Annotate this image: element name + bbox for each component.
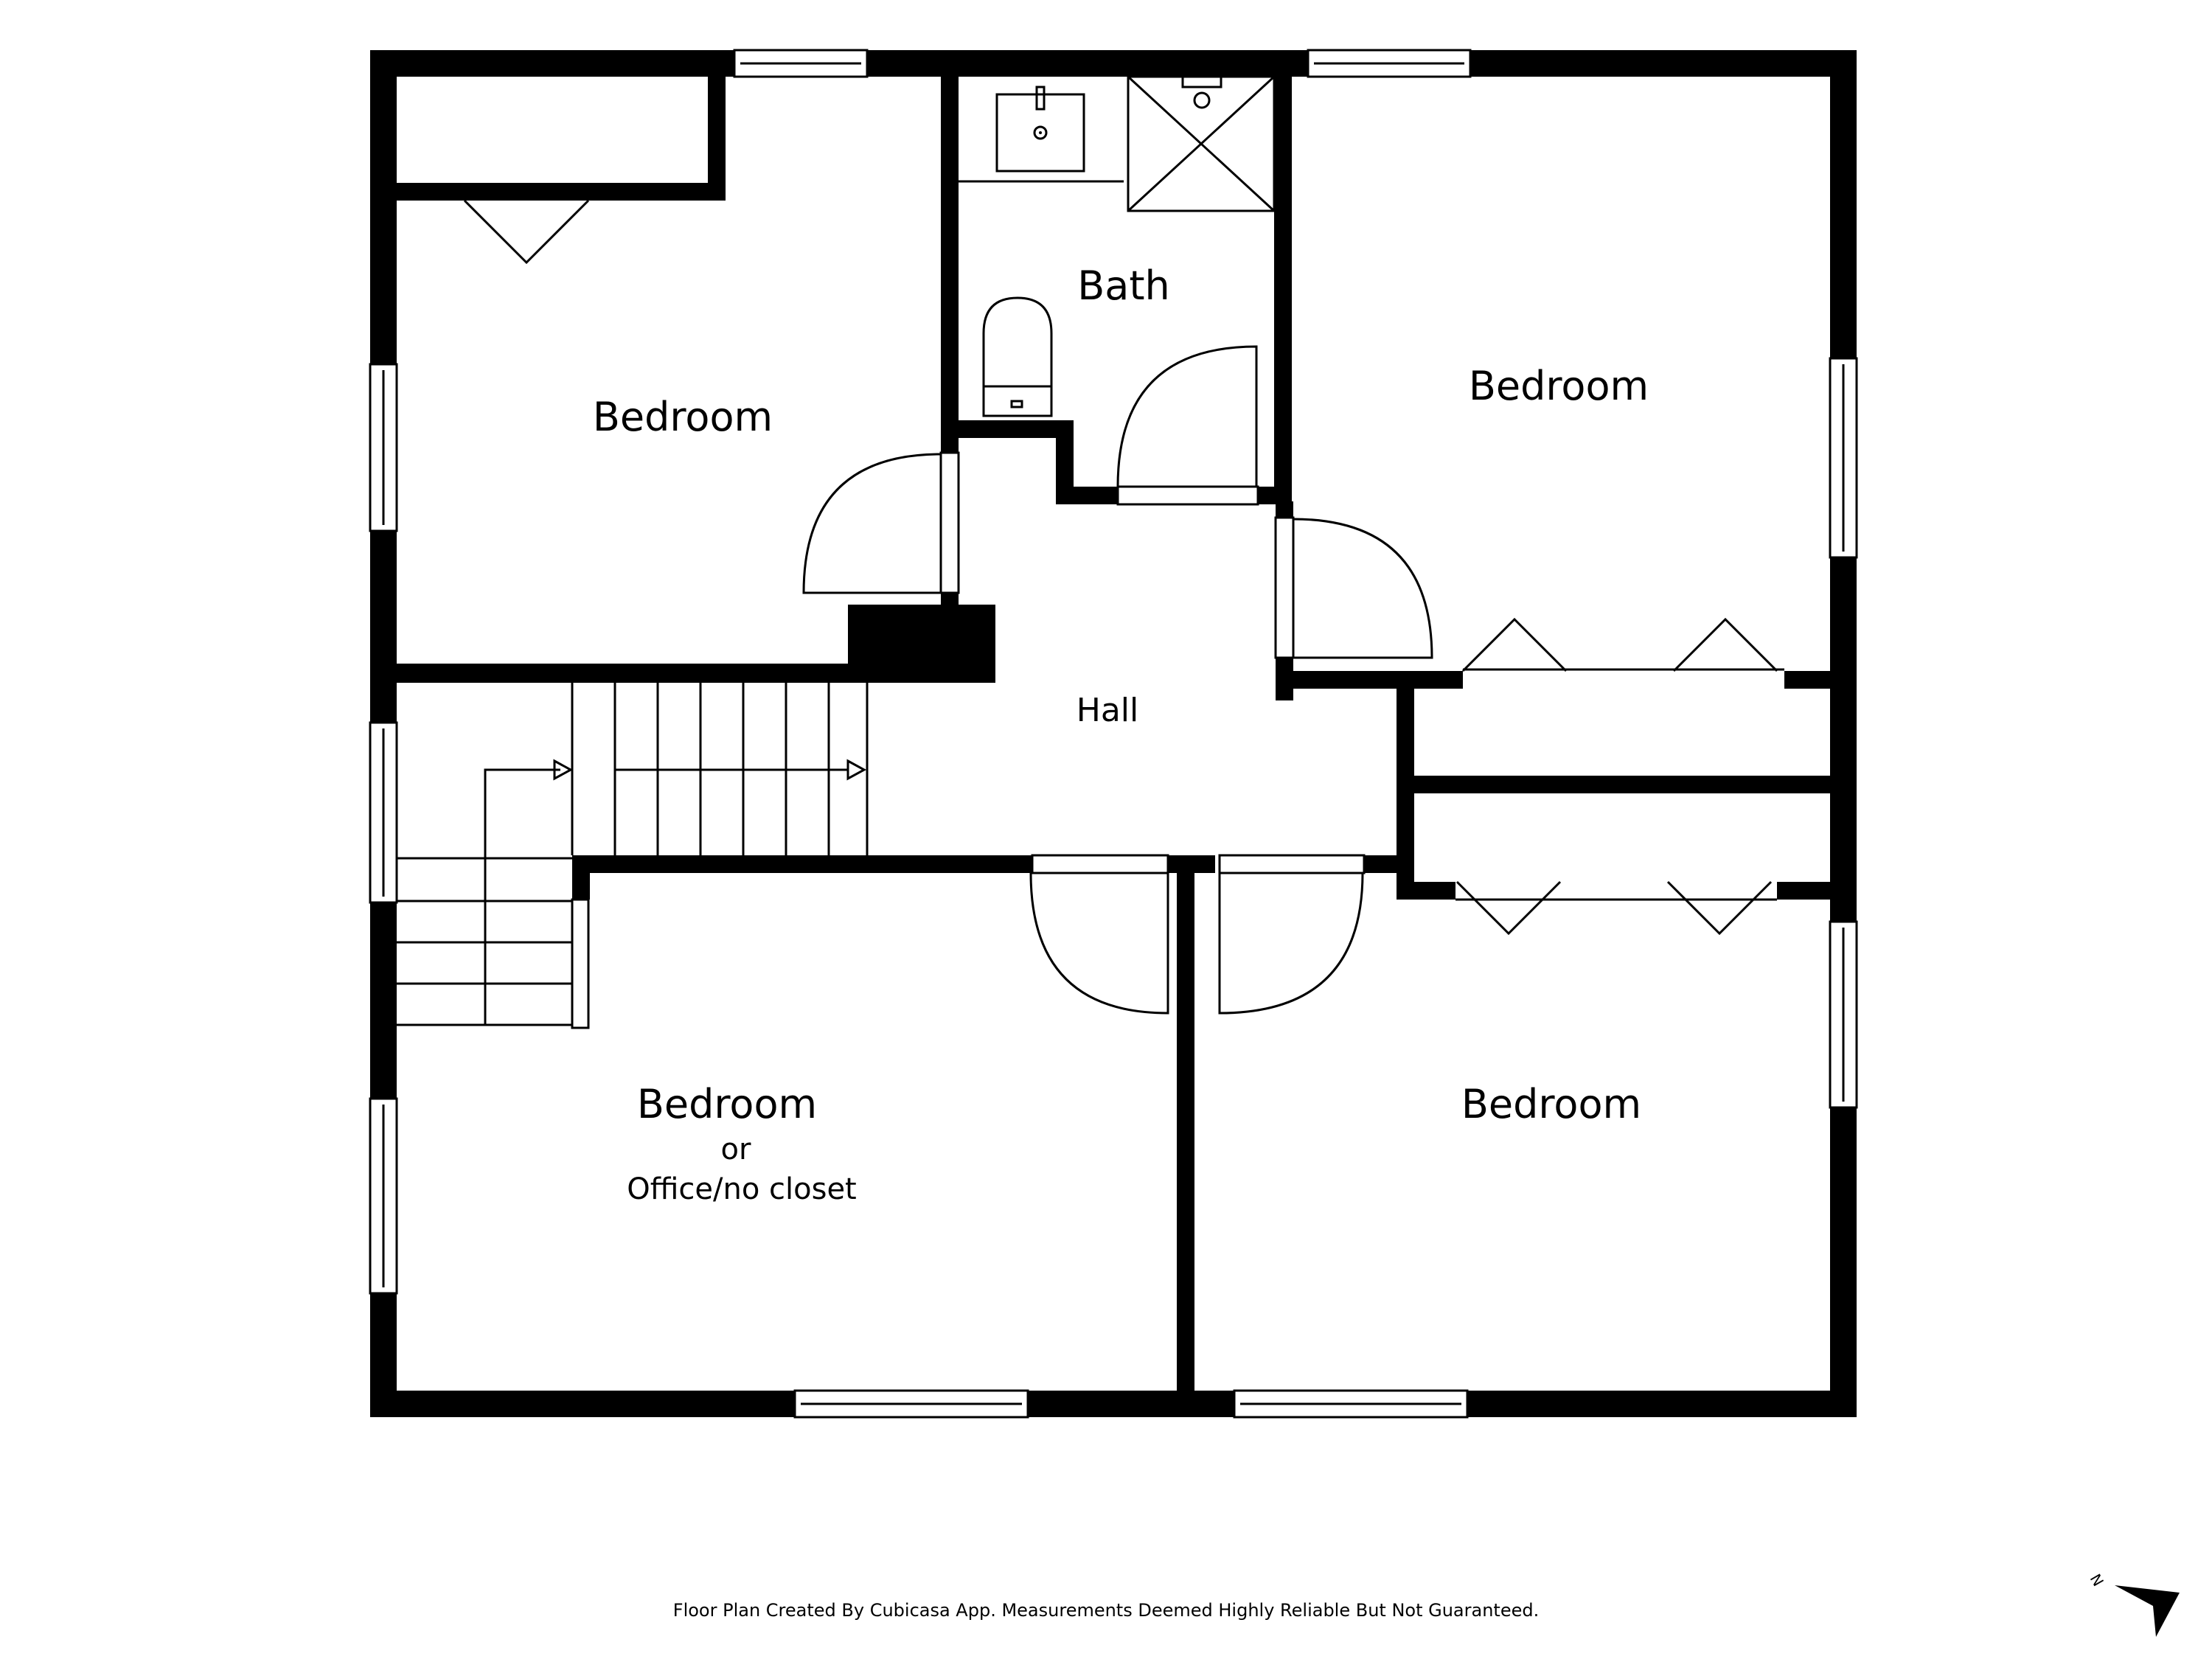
wall-nw-closet-side [708, 77, 726, 201]
windows [369, 49, 1858, 1419]
room-label-hall: Hall [1077, 692, 1139, 729]
closet-door-nw [463, 199, 590, 265]
wall-hall-south-c [1364, 855, 1414, 873]
wall-bath-east [1274, 77, 1292, 503]
stair-rail [571, 898, 590, 1029]
room-label-bedroom-sw-office: Office/no closet [627, 1172, 856, 1206]
closet-door-ne-left [1461, 617, 1568, 672]
stair-arrow-2 [846, 759, 867, 781]
room-label-bedroom-sw-or: or [721, 1133, 751, 1166]
interior-walls [397, 77, 1830, 1391]
room-label-bath: Bath [1077, 262, 1170, 309]
wall-se-closet-bottom [1397, 882, 1455, 900]
door-leaf-nw-bedroom [939, 451, 960, 594]
wall-hall-south-a [572, 855, 1032, 873]
bath-fixtures [959, 75, 1276, 417]
room-labels: Bedroom Bath Bedroom Hall Bedroom or Off… [593, 262, 1649, 1206]
door-swing-nw-bedroom [802, 453, 942, 594]
wall-south-divider [1177, 873, 1194, 1391]
stair-arrow-1 [553, 759, 574, 781]
wall-south [370, 1391, 1857, 1417]
wall-nw-bedroom-block [848, 605, 995, 683]
wall-north [370, 50, 1857, 77]
room-label-bedroom-nw: Bedroom [593, 394, 773, 440]
wall-se-closet-bottom-right [1777, 882, 1830, 900]
wall-hall-south-b [1168, 855, 1215, 873]
door-swing-ne-bedroom [1293, 518, 1433, 659]
door-leaf-ne-bedroom [1274, 516, 1295, 659]
sink-icon [995, 93, 1085, 173]
wall-ne-closet-top-right [1784, 671, 1830, 689]
room-label-bedroom-ne: Bedroom [1469, 363, 1649, 409]
wall-ne-closet-top [1293, 671, 1463, 689]
north-arrow-icon [2115, 1585, 2180, 1637]
door-swing-se-bedroom [1218, 872, 1364, 1015]
compass: N [2087, 1571, 2180, 1637]
closet-door-se-right [1666, 880, 1773, 936]
toilet-icon [982, 296, 1053, 388]
wall-stair-east [572, 855, 590, 900]
doors [463, 190, 1784, 1015]
wall-bath-south-a [959, 420, 1074, 438]
exterior-walls [370, 50, 1857, 1417]
disclaimer-text: Floor Plan Created By Cubicasa App. Meas… [673, 1600, 1539, 1621]
door-swing-sw-bedroom [1029, 872, 1169, 1015]
room-label-bedroom-sw: Bedroom [637, 1081, 817, 1127]
wall-east [1830, 50, 1857, 1417]
compass-label: N [2087, 1571, 2107, 1590]
door-swing-bath [1116, 345, 1258, 487]
stair-direction-line-1 [484, 768, 560, 858]
door-leaf-se-bedroom [1218, 854, 1366, 874]
closet-door-se-left [1455, 880, 1562, 936]
door-leaf-bath [1116, 485, 1259, 506]
closet-door-ne-right [1672, 617, 1778, 672]
room-label-bedroom-se: Bedroom [1461, 1081, 1641, 1127]
wall-closet-divider [1414, 776, 1830, 793]
door-leaf-sw-bedroom [1031, 854, 1169, 874]
stairs [397, 683, 869, 1029]
